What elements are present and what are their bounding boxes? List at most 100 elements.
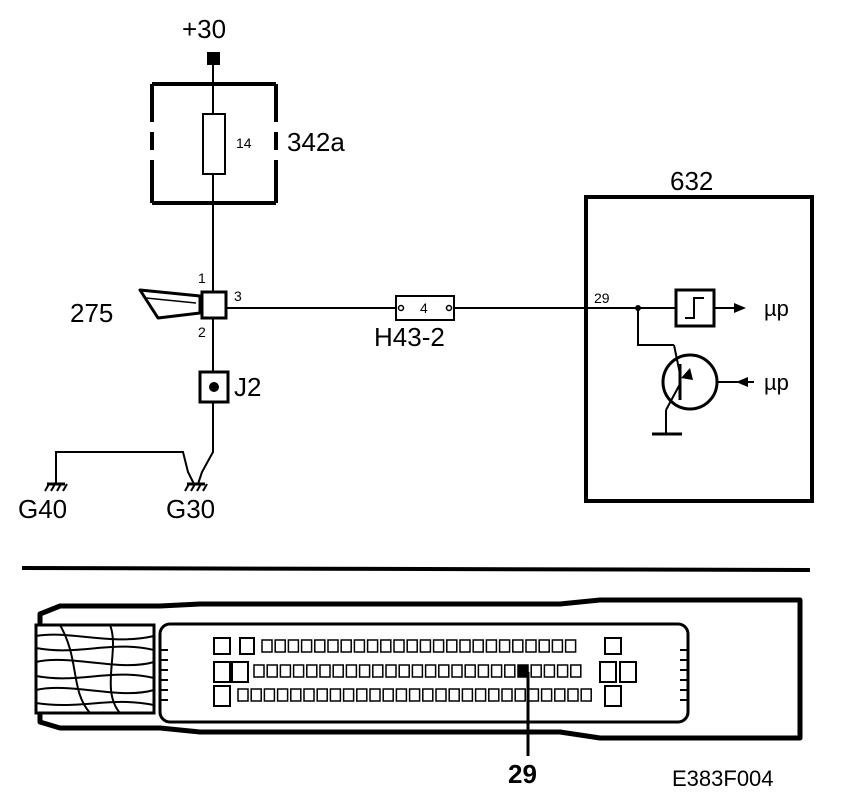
pin-small <box>540 688 553 702</box>
schmitt-trigger-icon <box>685 297 704 319</box>
switch-pin-1: 1 <box>198 270 206 286</box>
switch-lever-detail <box>145 297 197 304</box>
switch-lever-icon <box>138 288 202 320</box>
ground-g40-icon <box>43 482 69 493</box>
pin-small <box>398 664 410 678</box>
pin-small <box>556 664 569 678</box>
pin-small <box>564 639 577 653</box>
pin-large <box>599 661 617 683</box>
pin-small <box>432 639 445 653</box>
pin-small <box>395 688 408 702</box>
pin-small <box>237 688 249 702</box>
transistor-collector-wire <box>637 308 674 346</box>
pin-small <box>327 639 339 653</box>
pin-small <box>382 688 394 702</box>
pin-callout-label: 29 <box>508 759 537 789</box>
pin-small <box>292 664 305 678</box>
ground-g30-label: G30 <box>166 494 215 524</box>
pin-small <box>459 639 471 653</box>
pin-small <box>446 639 458 653</box>
pin-small <box>512 639 524 653</box>
pin-small <box>451 664 463 678</box>
pin-small <box>340 639 352 653</box>
connector-pin-right <box>445 304 453 312</box>
pin-small <box>498 639 511 653</box>
ground-g30-icon <box>183 482 209 493</box>
pin-large <box>604 685 622 707</box>
pin-small <box>530 664 542 678</box>
pin-small <box>345 664 358 678</box>
transistor-input-arrow-icon <box>736 377 748 387</box>
pin-small <box>527 688 540 702</box>
pin-small <box>419 639 432 653</box>
output-up-label-1: µp <box>764 296 789 321</box>
splice-id-label: J2 <box>234 372 261 402</box>
pin-small <box>488 688 500 702</box>
pin-small <box>342 688 355 702</box>
connector-h43-2 <box>395 295 455 321</box>
pin-small <box>369 688 381 702</box>
pin-small <box>358 664 371 678</box>
pin-small <box>424 664 437 678</box>
connector-pin-left <box>397 304 405 312</box>
switch-body <box>200 290 228 320</box>
fuse-id-label: 342a <box>287 127 345 157</box>
pin-small <box>356 688 368 702</box>
transistor-collector-leg <box>673 344 681 375</box>
pin-small <box>276 688 289 702</box>
pin-small <box>551 639 564 653</box>
pin-small <box>290 688 302 702</box>
pin-small <box>543 664 556 678</box>
fuse-number: 14 <box>236 135 252 151</box>
plate-ribs-right <box>680 649 688 701</box>
pin-small <box>366 639 379 653</box>
splice-dot <box>209 382 219 392</box>
pin-highlighted <box>517 664 529 678</box>
pin-small <box>316 688 328 702</box>
pin-large <box>604 637 622 655</box>
pin-small <box>477 664 490 678</box>
pin-small <box>406 639 418 653</box>
cable-strands <box>35 624 155 714</box>
section-divider <box>21 566 811 572</box>
pin-small <box>490 664 503 678</box>
pin-small <box>319 664 331 678</box>
pin-small <box>314 639 326 653</box>
pin-small <box>464 664 476 678</box>
pin-large <box>213 685 231 707</box>
pin-small <box>461 688 474 702</box>
supply-terminal <box>207 52 220 65</box>
pin-small <box>438 664 450 678</box>
pin-small <box>567 688 579 702</box>
pin-small <box>474 688 487 702</box>
pin-small <box>353 639 366 653</box>
pin-small <box>448 688 460 702</box>
figure-code: E383F004 <box>672 766 774 791</box>
output-up-label-2: µp <box>764 370 789 395</box>
pin-small <box>580 688 592 702</box>
pin-small <box>472 639 484 653</box>
pin-small <box>485 639 498 653</box>
switch-id-label: 275 <box>70 298 113 328</box>
switch-pin-2: 2 <box>198 324 206 340</box>
pin-large <box>213 661 231 683</box>
pin-large <box>619 661 637 683</box>
connector-pin-number: 4 <box>420 300 428 316</box>
pin-small <box>435 688 447 702</box>
pin-small <box>372 664 384 678</box>
pin-small <box>538 639 550 653</box>
pin-large <box>213 637 231 655</box>
pin-small <box>303 688 315 702</box>
control-unit-pin-label: 29 <box>594 290 610 306</box>
pin-small <box>422 688 434 702</box>
pin-small <box>501 688 513 702</box>
ground-g40-label: G40 <box>18 494 67 524</box>
plate-ribs-left <box>160 649 168 701</box>
pin-small <box>274 639 286 653</box>
transistor-arrow-icon <box>681 368 693 380</box>
pin-large <box>239 637 255 655</box>
pin-small <box>266 664 278 678</box>
control-unit-box <box>584 195 814 503</box>
pin-small <box>250 688 262 702</box>
connector-id-label: H43-2 <box>374 322 445 352</box>
